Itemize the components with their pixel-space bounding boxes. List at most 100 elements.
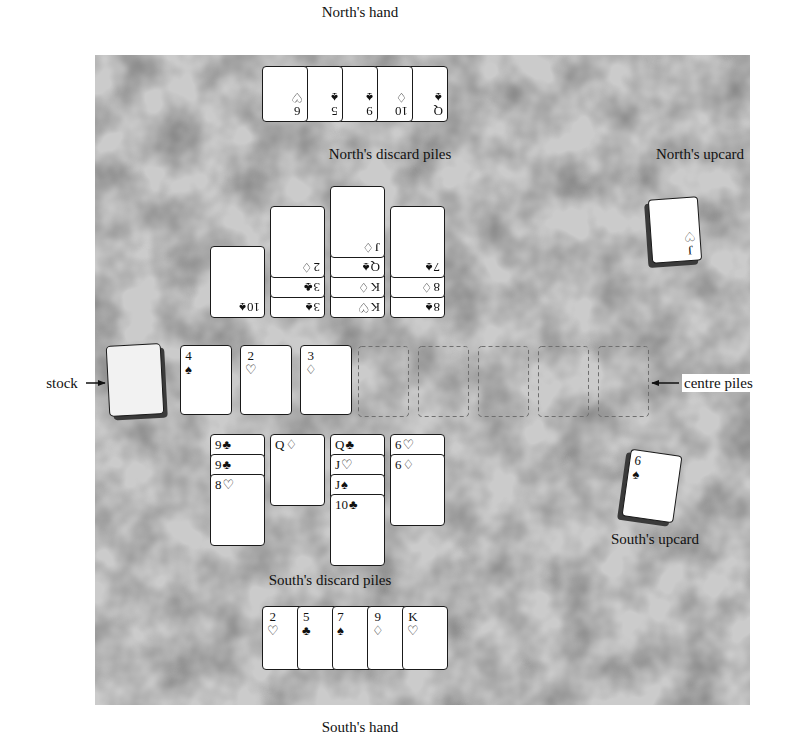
playing-card: 6♠ — [622, 449, 683, 524]
card-rank: 10 — [395, 104, 408, 118]
card-index: Q♣ — [335, 438, 354, 452]
card-index: 2♡ — [245, 349, 257, 377]
card-index: 2♡ — [267, 610, 279, 638]
card-rank: 5 — [331, 104, 338, 118]
card-rank: 10 — [335, 498, 348, 512]
card-suit: ♣ — [304, 280, 313, 294]
card-rank: 6 — [294, 104, 301, 118]
card-index: 6♢ — [395, 458, 414, 472]
card-rank: K — [408, 610, 417, 624]
playing-card: 7♠ — [390, 206, 445, 278]
card-suit: ♢ — [285, 438, 297, 452]
card-index: 4♠ — [185, 349, 192, 377]
playing-card: 10♠ — [210, 246, 265, 318]
card-rank: K — [371, 280, 380, 294]
card-index: 10♠ — [239, 300, 260, 314]
card-suit: ♠ — [435, 90, 442, 104]
card-rank: 3 — [308, 349, 315, 363]
card-suit: ♠ — [366, 90, 373, 104]
card-suit: ♠ — [239, 300, 246, 314]
playing-card: J♢ — [330, 186, 385, 258]
card-rank: 2 — [270, 610, 277, 624]
zone-label: South's discard piles — [267, 571, 394, 589]
card-rank: 2 — [314, 260, 321, 274]
card-index: 3♢ — [305, 349, 317, 377]
card-index: J♠ — [335, 478, 348, 492]
card-rank: J — [335, 478, 340, 492]
card-rank: K — [371, 300, 380, 314]
card-index: 5♣ — [302, 610, 311, 638]
playing-card: K♡ — [402, 606, 448, 670]
card-index: 8♢ — [421, 280, 440, 294]
card-rank: 3 — [314, 280, 321, 294]
card-index: 7♠ — [337, 610, 344, 638]
card-index: K♡ — [407, 610, 419, 638]
card-suit: ♠ — [426, 260, 433, 274]
card-suit: ♣ — [223, 438, 232, 452]
playing-card: 10♣ — [330, 494, 385, 566]
card-suit: ♣ — [349, 498, 358, 512]
card-suit: ♢ — [305, 363, 317, 377]
card-index: 10♣ — [335, 498, 358, 512]
card-suit: ♡ — [267, 624, 279, 638]
card-index: 9♣ — [215, 438, 231, 452]
card-index: 9♣ — [215, 458, 231, 472]
card-suit: ♠ — [341, 478, 348, 492]
card-suit: ♢ — [403, 458, 415, 472]
card-rank: 7 — [337, 610, 344, 624]
card-index: Q♢ — [275, 438, 297, 452]
card-rank: J — [688, 243, 694, 257]
card-rank: 10 — [247, 300, 260, 314]
playing-card: 6♡ — [262, 66, 308, 122]
card-suit: ♡ — [407, 624, 419, 638]
card-rank: Q — [275, 438, 284, 452]
card-suit: ♡ — [291, 90, 303, 104]
card-suit: ♠ — [426, 300, 433, 314]
card-suit: ♠ — [337, 624, 344, 638]
zone-label: South's upcard — [609, 530, 701, 548]
card-rank: 2 — [248, 349, 255, 363]
card-rank: 9 — [375, 610, 382, 624]
card-index: 7♠ — [426, 260, 440, 274]
card-suit: ♣ — [302, 624, 311, 638]
card-index: Q♠ — [434, 90, 443, 118]
playing-card: 6♢ — [390, 454, 445, 526]
card-rank: 5 — [303, 610, 310, 624]
card-index: 9♢ — [372, 610, 384, 638]
card-index: 2♢ — [301, 260, 320, 274]
playing-card: 8♡ — [210, 474, 265, 546]
playing-card: 2♢ — [270, 206, 325, 278]
zone-label: South's hand — [320, 718, 400, 736]
card-index: 10♢ — [395, 90, 408, 118]
card-suit: ♠ — [363, 260, 370, 274]
card-rank: 3 — [314, 300, 321, 314]
card-index: 3♠ — [306, 300, 320, 314]
playing-card: 2♡ — [240, 345, 292, 415]
card-rank: 9 — [215, 438, 222, 452]
card-rank: Q — [335, 438, 344, 452]
card-index: 9♠ — [366, 90, 373, 118]
card-suit: ♢ — [396, 90, 408, 104]
card-suit: ♢ — [301, 260, 313, 274]
zone-label: stock — [44, 374, 80, 392]
card-index: J♡ — [335, 458, 353, 472]
card-rank: 8 — [434, 280, 441, 294]
card-index: 8♡ — [215, 478, 234, 492]
card-suit: ♢ — [358, 280, 370, 294]
leader-arrow — [86, 382, 105, 384]
card-rank: 6 — [395, 458, 402, 472]
stock-pile — [106, 344, 168, 421]
card-rank: 7 — [434, 260, 441, 274]
card-suit: ♣ — [223, 458, 232, 472]
empty-centre-pile — [359, 347, 649, 417]
zone-label: North's hand — [320, 3, 400, 21]
card-suit: ♢ — [362, 240, 374, 254]
card-rank: 9 — [215, 458, 222, 472]
card-suit: ♢ — [372, 624, 384, 638]
playing-card: Q♢ — [270, 434, 325, 506]
playing-card: 4♠ — [180, 345, 232, 415]
card-rank: J — [375, 240, 380, 254]
card-rank: 6 — [395, 438, 402, 452]
card-suit: ♢ — [421, 280, 433, 294]
card-index: J♢ — [362, 240, 380, 254]
